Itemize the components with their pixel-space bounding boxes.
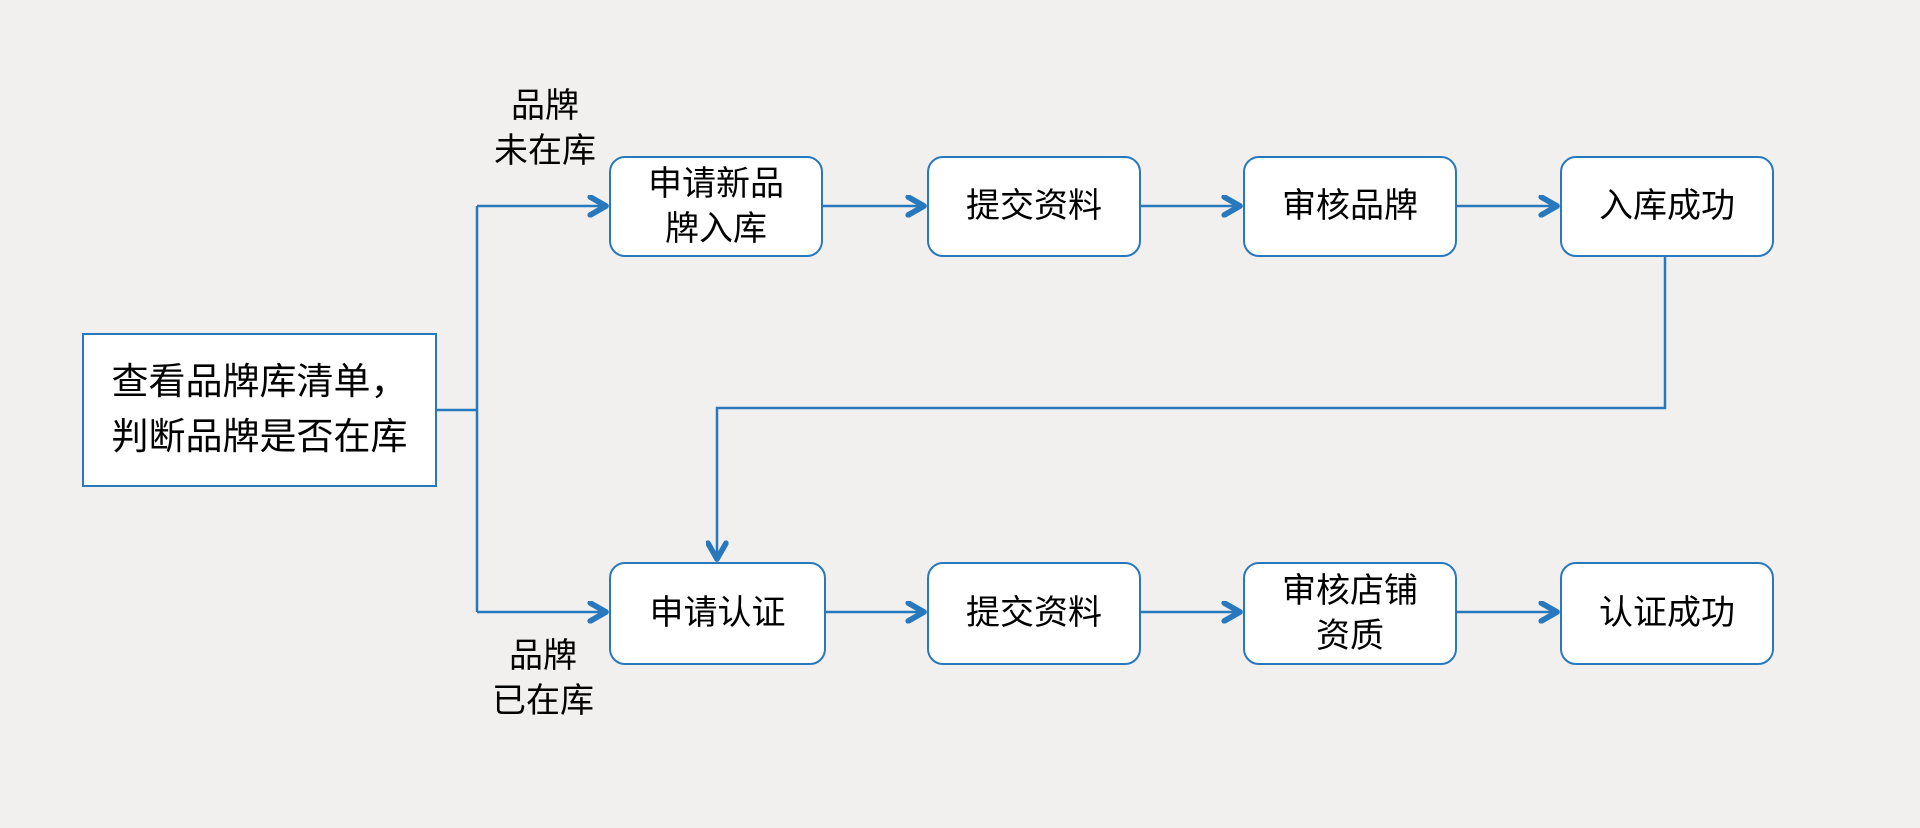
branch-label-brand-in-library: 品牌 已在库 bbox=[492, 637, 594, 720]
node-top-submit-materials: 提交资料 bbox=[927, 156, 1141, 257]
branch-label-brand-not-in-library: 品牌 未在库 bbox=[494, 87, 596, 170]
node-review-brand: 审核品牌 bbox=[1243, 156, 1457, 257]
node-apply-certification: 申请认证 bbox=[609, 562, 826, 665]
connector-storage-success-to-apply-certification bbox=[717, 257, 1667, 559]
node-check-brand-library: 查看品牌库清单， 判断品牌是否在库 bbox=[82, 333, 437, 487]
node-storage-success: 入库成功 bbox=[1560, 156, 1774, 257]
node-bottom-submit-materials: 提交资料 bbox=[927, 562, 1141, 665]
node-apply-new-brand-storage: 申请新品 牌入库 bbox=[609, 156, 823, 257]
node-review-shop-qualification: 审核店铺 资质 bbox=[1243, 562, 1457, 665]
node-certification-success: 认证成功 bbox=[1560, 562, 1774, 665]
